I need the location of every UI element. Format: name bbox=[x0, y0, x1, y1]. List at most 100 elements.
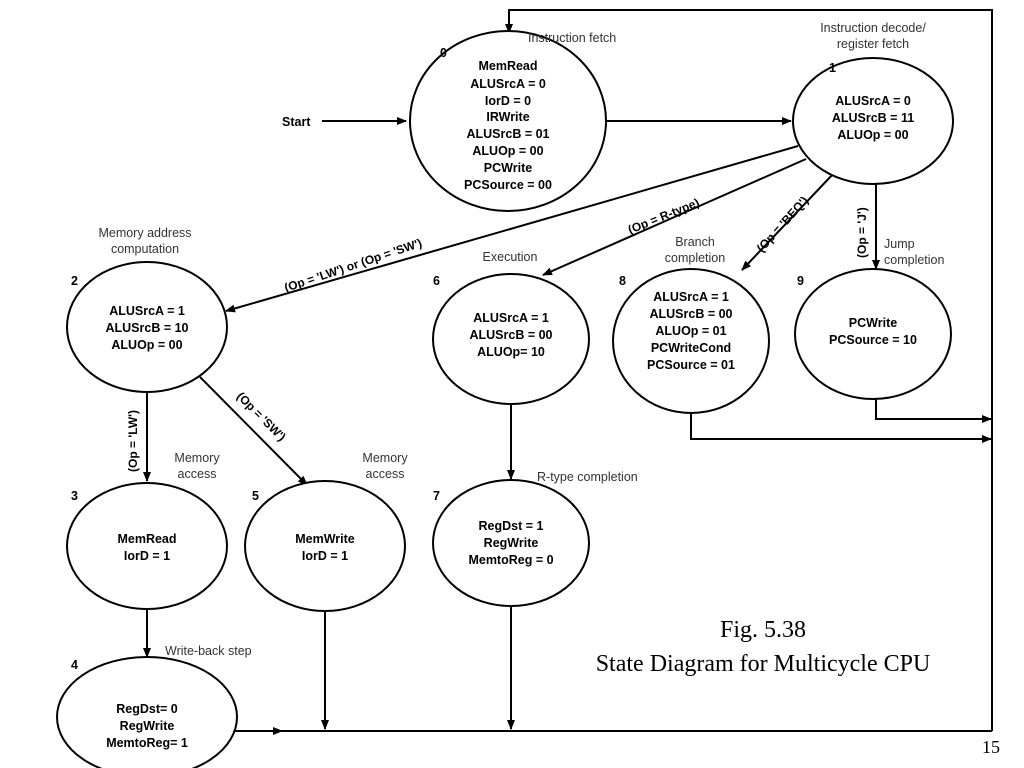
state-0-line: ALUSrcB = 01 bbox=[466, 127, 549, 141]
state-0-line: ALUOp = 00 bbox=[472, 144, 543, 158]
state-8-phase: completion bbox=[665, 251, 725, 265]
state-0-line: PCWrite bbox=[484, 161, 532, 175]
state-9-line: PCSource = 10 bbox=[829, 333, 917, 347]
edge-8-return bbox=[690, 413, 992, 443]
state-3: 3 Memory access MemRead IorD = 1 bbox=[71, 451, 220, 563]
state-7-line: RegWrite bbox=[484, 536, 539, 550]
start-label: Start bbox=[282, 115, 311, 129]
state-7: 7 R-type completion RegDst = 1 RegWrite … bbox=[433, 470, 638, 567]
state-nodes bbox=[56, 30, 954, 768]
label-lw-or-sw: (Op = 'LW') or (Op = 'SW') bbox=[283, 236, 424, 295]
state-3-phase: Memory bbox=[174, 451, 220, 465]
state-8-line: ALUSrcB = 00 bbox=[649, 307, 732, 321]
state-9-circle bbox=[794, 268, 952, 400]
state-0-number: 0 bbox=[440, 46, 447, 60]
state-2-line: ALUOp = 00 bbox=[111, 338, 182, 352]
state-9-phase: completion bbox=[884, 253, 944, 267]
state-7-line: RegDst = 1 bbox=[479, 519, 544, 533]
state-6-line: ALUOp= 10 bbox=[477, 345, 545, 359]
transition-edges bbox=[143, 9, 993, 735]
state-2-circle bbox=[66, 261, 228, 393]
state-1: 1 Instruction decode/ register fetch ALU… bbox=[820, 21, 926, 142]
state-8-line: PCSource = 01 bbox=[647, 358, 735, 372]
page-number: 15 bbox=[982, 737, 1000, 757]
label-jump: (Op = 'J') bbox=[855, 207, 869, 258]
state-7-circle bbox=[432, 479, 590, 607]
state-5-phase: Memory bbox=[362, 451, 408, 465]
state-2-phase: computation bbox=[111, 242, 179, 256]
edge-1-to-8 bbox=[741, 172, 835, 271]
state-4-line: RegDst= 0 bbox=[116, 702, 178, 716]
state-4: 4 Write-back step RegDst= 0 RegWrite Mem… bbox=[71, 644, 252, 750]
state-3-number: 3 bbox=[71, 489, 78, 503]
state-1-phase: register fetch bbox=[837, 37, 909, 51]
label-r-type: (Op = R-type) bbox=[626, 195, 701, 236]
state-0-phase: Instruction fetch bbox=[528, 31, 616, 45]
state-3-line: IorD = 1 bbox=[124, 549, 170, 563]
state-4-line: MemtoReg= 1 bbox=[106, 736, 188, 750]
label-sw: (Op = 'SW') bbox=[234, 389, 289, 444]
state-8-line: PCWriteCond bbox=[651, 341, 731, 355]
state-4-phase: Write-back step bbox=[165, 644, 252, 658]
state-1-number: 1 bbox=[829, 61, 836, 75]
state-8-line: ALUOp = 01 bbox=[655, 324, 726, 338]
state-4-line: RegWrite bbox=[120, 719, 175, 733]
state-5-line: MemWrite bbox=[295, 532, 355, 546]
label-lw: (Op = 'LW') bbox=[126, 410, 140, 472]
state-1-phase: Instruction decode/ bbox=[820, 21, 926, 35]
state-3-circle bbox=[66, 482, 228, 610]
state-0: 0 Instruction fetch MemRead ALUSrcA = 0 … bbox=[440, 31, 616, 192]
state-2: 2 Memory address computation ALUSrcA = 1… bbox=[71, 226, 192, 352]
state-5-line: IorD = 1 bbox=[302, 549, 348, 563]
state-1-line: ALUSrcB = 11 bbox=[832, 111, 914, 125]
state-0-circle bbox=[409, 30, 607, 212]
figure-number: Fig. 5.38 bbox=[720, 617, 806, 643]
state-0-line: PCSource = 00 bbox=[464, 178, 552, 192]
edge-2-to-5 bbox=[199, 376, 308, 486]
state-5-circle bbox=[244, 480, 406, 612]
state-6-phase: Execution bbox=[483, 250, 538, 264]
edge-1-to-2 bbox=[225, 145, 799, 313]
state-6-circle bbox=[432, 273, 590, 405]
state-2-number: 2 bbox=[71, 274, 78, 288]
state-8-number: 8 bbox=[619, 274, 626, 288]
state-4-number: 4 bbox=[71, 658, 78, 672]
state-7-number: 7 bbox=[433, 489, 440, 503]
state-2-line: ALUSrcB = 10 bbox=[105, 321, 188, 335]
edge-1-to-6 bbox=[542, 158, 807, 276]
state-9-phase: Jump bbox=[884, 237, 915, 251]
state-6-line: ALUSrcA = 1 bbox=[473, 311, 549, 325]
state-5-number: 5 bbox=[252, 489, 259, 503]
state-0-line: MemRead bbox=[478, 59, 537, 73]
state-0-line: ALUSrcA = 0 bbox=[470, 77, 546, 91]
state-2-phase: Memory address bbox=[98, 226, 191, 240]
state-8-line: ALUSrcA = 1 bbox=[653, 290, 729, 304]
edge-9-return bbox=[875, 399, 992, 423]
label-beq: (Op = 'BEQ') bbox=[754, 194, 811, 255]
state-5: 5 Memory access MemWrite IorD = 1 bbox=[252, 451, 408, 563]
state-1-line: ALUOp = 00 bbox=[837, 128, 908, 142]
state-9: 9 Jump completion PCWrite PCSource = 10 bbox=[797, 237, 944, 347]
state-7-line: MemtoReg = 0 bbox=[468, 553, 553, 567]
state-1-circle bbox=[792, 57, 954, 185]
figure-caption: State Diagram for Multicycle CPU bbox=[596, 651, 931, 677]
state-0-line: IorD = 0 bbox=[485, 94, 531, 108]
state-7-phase: R-type completion bbox=[537, 470, 638, 484]
state-6: 6 Execution ALUSrcA = 1 ALUSrcB = 00 ALU… bbox=[433, 250, 553, 359]
state-1-line: ALUSrcA = 0 bbox=[835, 94, 911, 108]
state-8: 8 Branch completion ALUSrcA = 1 ALUSrcB … bbox=[619, 235, 735, 372]
state-3-phase: access bbox=[178, 467, 217, 481]
state-8-phase: Branch bbox=[675, 235, 715, 249]
state-2-line: ALUSrcA = 1 bbox=[109, 304, 185, 318]
state-8-circle bbox=[612, 268, 770, 414]
return-rail bbox=[505, 9, 993, 731]
state-6-number: 6 bbox=[433, 274, 440, 288]
state-9-line: PCWrite bbox=[849, 316, 897, 330]
state-5-phase: access bbox=[366, 467, 405, 481]
state-4-circle bbox=[56, 656, 238, 768]
state-0-line: IRWrite bbox=[486, 110, 529, 124]
state-3-line: MemRead bbox=[117, 532, 176, 546]
state-9-number: 9 bbox=[797, 274, 804, 288]
